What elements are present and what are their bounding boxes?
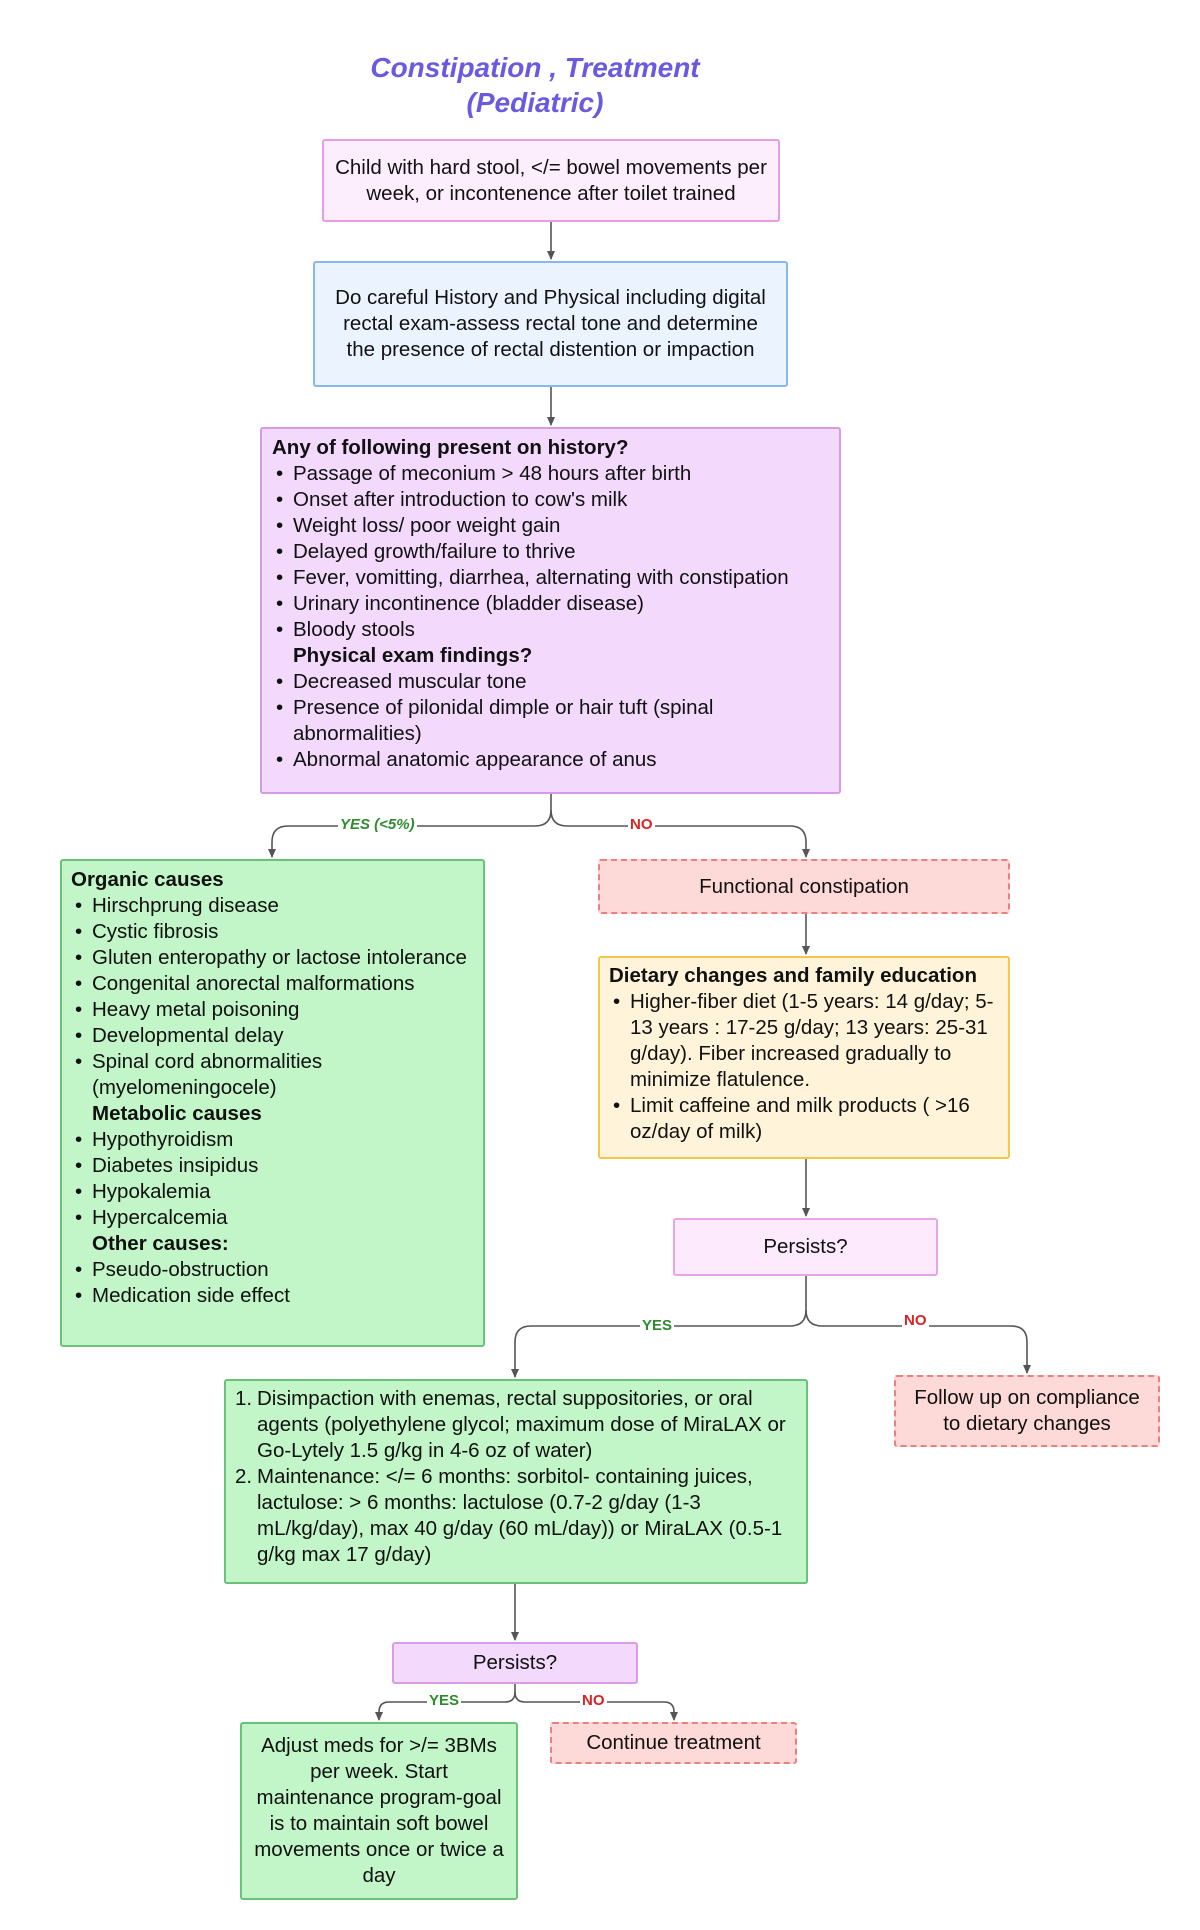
step-number: 2. <box>235 1465 253 1488</box>
edge-label-yes-treatment: YES <box>640 1317 675 1335</box>
adjust-meds-node: Adjust meds for >/= 3BMs per week. Start… <box>240 1722 518 1900</box>
history-screen-heading: Any of following present on history? <box>272 436 629 459</box>
list-item: Hypokalemia <box>71 1179 474 1205</box>
list-item: Medication side effect <box>71 1283 474 1309</box>
list-item: Hirschprung disease <box>71 893 474 919</box>
list-item: Urinary incontinence (bladder disease) <box>272 591 829 617</box>
persists-decision-2-text: Persists? <box>472 1651 558 1674</box>
edge-label-yes-adjust: YES <box>427 1692 462 1710</box>
step-text: Maintenance: </= 6 months: sorbitol- con… <box>257 1465 783 1566</box>
dietary-changes-node: Dietary changes and family education Hig… <box>598 956 1010 1159</box>
exam-findings-list: Decreased muscular tone Presence of pilo… <box>272 669 829 773</box>
exam-findings-heading: Physical exam findings? <box>293 644 533 667</box>
organic-causes-heading: Organic causes <box>71 868 224 891</box>
title-line-1: Constipation , Treatment <box>370 52 700 83</box>
arrow-persists2-to-continue <box>514 1691 678 1721</box>
list-item: Passage of meconium > 48 hours after bir… <box>272 461 829 487</box>
functional-constipation-text: Functional constipation <box>699 874 909 898</box>
treatment-plan-node: 1. Disimpaction with enemas, rectal supp… <box>224 1379 808 1584</box>
treatment-steps-list: 1. Disimpaction with enemas, rectal supp… <box>235 1386 797 1568</box>
follow-up-node: Follow up on compliance to dietary chang… <box>894 1375 1160 1447</box>
list-item: Congenital anorectal malformations <box>71 971 474 997</box>
list-item: Limit caffeine and milk products ( >16 o… <box>609 1093 999 1145</box>
list-item: Pseudo-obstruction <box>71 1257 474 1283</box>
dietary-changes-list: Higher-fiber diet (1-5 years: 14 g/day; … <box>609 989 999 1145</box>
title-line-2: (Pediatric) <box>466 87 604 118</box>
edge-label-no-continue: NO <box>580 1692 607 1710</box>
list-item: 1. Disimpaction with enemas, rectal supp… <box>235 1386 797 1464</box>
metabolic-causes-heading: Metabolic causes <box>92 1102 262 1125</box>
list-item: Higher-fiber diet (1-5 years: 14 g/day; … <box>609 989 999 1093</box>
metabolic-causes-list: Hypothyroidism Diabetes insipidus Hypoka… <box>71 1127 474 1231</box>
persists-decision-2: Persists? <box>392 1642 638 1684</box>
list-item: Weight loss/ poor weight gain <box>272 513 829 539</box>
list-item: Decreased muscular tone <box>272 669 829 695</box>
list-item: Delayed growth/failure to thrive <box>272 539 829 565</box>
list-item: Diabetes insipidus <box>71 1153 474 1179</box>
edge-label-yes-organic: YES (<5%) <box>338 816 417 834</box>
list-item: Gluten enteropathy or lactose intoleranc… <box>71 945 474 971</box>
start-node: Child with hard stool, </= bowel movemen… <box>322 139 780 222</box>
arrow-screen-to-functional <box>550 809 810 858</box>
other-causes-heading: Other causes: <box>92 1232 229 1255</box>
edge-label-no-functional: NO <box>628 816 655 834</box>
list-item: Abnormal anatomic appearance of anus <box>272 747 829 773</box>
persists-decision-1-text: Persists? <box>763 1235 848 1258</box>
list-item: Fever, vomitting, diarrhea, alternating … <box>272 565 829 591</box>
list-item: Onset after introduction to cow's milk <box>272 487 829 513</box>
adjust-meds-text: Adjust meds for >/= 3BMs per week. Start… <box>254 1734 504 1887</box>
arrow-persists1-to-followup <box>805 1309 1031 1374</box>
edge-label-no-followup: NO <box>902 1312 929 1330</box>
list-item: Heavy metal poisoning <box>71 997 474 1023</box>
organic-causes-node: Organic causes Hirschprung disease Cysti… <box>60 859 485 1347</box>
list-item: Hypercalcemia <box>71 1205 474 1231</box>
other-causes-list: Pseudo-obstruction Medication side effec… <box>71 1257 474 1309</box>
history-physical-node: Do careful History and Physical includin… <box>313 261 788 387</box>
start-node-text: Child with hard stool, </= bowel movemen… <box>335 155 767 205</box>
functional-constipation-node: Functional constipation <box>598 859 1010 914</box>
list-item: 2. Maintenance: </= 6 months: sorbitol- … <box>235 1464 797 1568</box>
list-item: Hypothyroidism <box>71 1127 474 1153</box>
list-item: Cystic fibrosis <box>71 919 474 945</box>
list-item: Developmental delay <box>71 1023 474 1049</box>
list-item: Bloody stools <box>272 617 829 643</box>
step-text: Disimpaction with enemas, rectal supposi… <box>257 1387 786 1462</box>
list-item: Presence of pilonidal dimple or hair tuf… <box>272 695 829 747</box>
organic-causes-list: Hirschprung disease Cystic fibrosis Glut… <box>71 893 474 1101</box>
history-screen-node: Any of following present on history? Pas… <box>260 427 841 794</box>
history-findings-list: Passage of meconium > 48 hours after bir… <box>272 461 829 643</box>
follow-up-text: Follow up on compliance to dietary chang… <box>914 1386 1140 1435</box>
history-physical-text: Do careful History and Physical includin… <box>335 286 766 361</box>
persists-decision-1: Persists? <box>673 1218 938 1276</box>
dietary-changes-heading: Dietary changes and family education <box>609 964 977 987</box>
list-item: Spinal cord abnormalities (myelomeningoc… <box>71 1049 474 1101</box>
step-number: 1. <box>235 1387 253 1410</box>
continue-treatment-text: Continue treatment <box>586 1731 761 1754</box>
continue-treatment-node: Continue treatment <box>550 1722 797 1764</box>
page-title: Constipation , Treatment (Pediatric) <box>300 50 770 120</box>
